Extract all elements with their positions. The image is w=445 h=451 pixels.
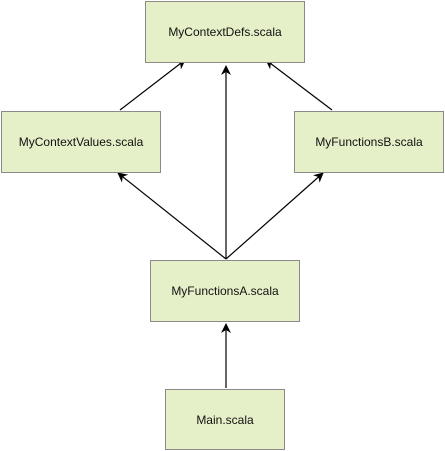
- node-label: Main.scala: [196, 412, 254, 427]
- node-myfunctionsa: MyFunctionsA.scala: [150, 260, 300, 322]
- node-mycontextvalues: MyContextValues.scala: [1, 111, 161, 173]
- node-label: MyFunctionsB.scala: [315, 135, 423, 149]
- node-mycontextdefs: MyContextDefs.scala: [145, 1, 305, 63]
- node-label: MyFunctionsA.scala: [171, 284, 279, 298]
- node-label: MyContextDefs.scala: [168, 25, 282, 39]
- node-main: Main.scala: [165, 389, 285, 450]
- edge-funca-to-funcb: [225, 172, 324, 260]
- node-myfunctionsb: MyFunctionsB.scala: [294, 111, 444, 173]
- node-label: MyContextValues.scala: [18, 135, 144, 149]
- edge-values-to-defs: [119, 59, 186, 111]
- edge-funcb-to-defs: [265, 59, 333, 111]
- edge-funca-to-values: [117, 172, 227, 260]
